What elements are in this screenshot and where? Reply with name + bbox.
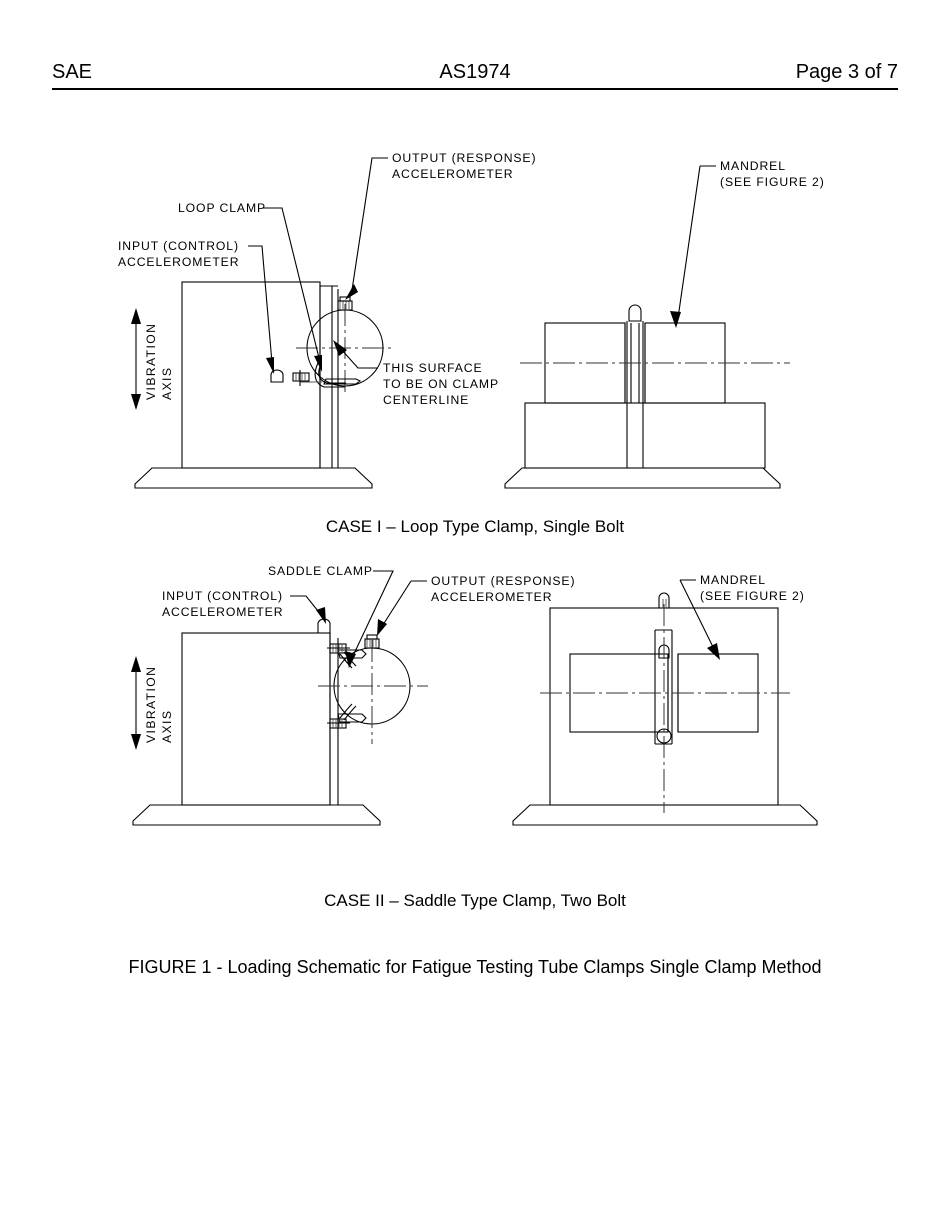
label-mandrel-c2-line1: MANDREL: [700, 573, 766, 587]
label-mandrel-c1-line1: MANDREL: [720, 159, 786, 173]
label-input-accelerometer-c2-line1: INPUT (CONTROL): [162, 589, 283, 603]
output-accelerometer-left: [337, 296, 353, 311]
page-header: SAE AS1974 Page 3 of 7: [52, 60, 898, 92]
case-1-diagram: OUTPUT (RESPONSE) ACCELEROMETER LOOP CLA…: [118, 151, 825, 489]
label-vibration-axis-c1-line1: VIBRATION: [144, 323, 158, 400]
case-2-diagram: SADDLE CLAMP INPUT (CONTROL) ACCELEROMET…: [131, 564, 818, 826]
label-output-accelerometer-c2-line1: OUTPUT (RESPONSE): [431, 574, 575, 588]
header-divider: [52, 88, 898, 90]
arrowhead-output-accel-c1: [345, 284, 358, 300]
label-output-accelerometer-c2-line2: ACCELEROMETER: [431, 590, 552, 604]
input-accelerometer-left: [270, 369, 284, 383]
shaker-base-right: [504, 467, 781, 489]
case1-right-view: [504, 304, 790, 489]
label-vibration-axis-c2-line2: AXIS: [160, 710, 174, 743]
leader-mandrel-c2: [679, 579, 716, 652]
figure-1-caption: FIGURE 1 - Loading Schematic for Fatigue…: [128, 957, 822, 977]
case-2-caption: CASE II – Saddle Type Clamp, Two Bolt: [324, 891, 626, 910]
case1-left-view: [134, 281, 394, 489]
clamp-bolt-upper-right-c2: [658, 644, 670, 659]
leader-input-accel-c1: [248, 245, 273, 364]
label-input-accelerometer-c2-line2: ACCELEROMETER: [162, 605, 283, 619]
arrowhead-input-accel-c1: [266, 357, 274, 374]
saddle-bolt-lower-c2: [327, 718, 350, 729]
label-mandrel-c1-line2: (SEE FIGURE 2): [720, 175, 825, 189]
top-stud-slot-c2: [662, 599, 667, 608]
figure-1-block: OUTPUT (RESPONSE) ACCELEROMETER LOOP CLA…: [0, 118, 950, 998]
case2-left-annotations: SADDLE CLAMP INPUT (CONTROL) ACCELEROMET…: [131, 564, 575, 750]
leader-output-accel-c1: [351, 157, 388, 291]
label-output-accelerometer-c1-line2: ACCELEROMETER: [392, 167, 513, 181]
center-plate-right: [626, 321, 644, 468]
header-document-number: AS1974: [439, 61, 511, 83]
top-stud-right-c2: [658, 592, 670, 609]
arrowhead-loop-clamp-c1: [314, 355, 322, 372]
label-output-accelerometer-c1-line1: OUTPUT (RESPONSE): [392, 151, 536, 165]
header-page-number: Page 3 of 7: [795, 61, 898, 83]
clamp-body-right-c2: [654, 630, 673, 744]
leader-surface-note-c1: [339, 347, 378, 369]
case-1-caption: CASE I – Loop Type Clamp, Single Bolt: [325, 517, 625, 536]
header-organization: SAE: [52, 61, 93, 83]
label-surface-note-c1-line3: CENTERLINE: [383, 393, 469, 407]
shaker-base-left-c2: [132, 804, 381, 826]
label-input-accelerometer-c1-line1: INPUT (CONTROL): [118, 239, 239, 253]
label-vibration-axis-c2-line1: VIBRATION: [144, 666, 158, 743]
arrowhead-saddle-clamp-c2: [345, 651, 356, 668]
label-saddle-clamp-c2: SADDLE CLAMP: [268, 564, 373, 578]
arrowhead-input-accel-c2: [316, 607, 326, 624]
vibration-axis-indicator-c1: [131, 308, 141, 410]
arrowhead-mandrel-c1: [670, 311, 681, 328]
label-surface-note-c1-line2: TO BE ON CLAMP: [383, 377, 499, 391]
case2-right-annotations: MANDREL (SEE FIGURE 2): [679, 573, 805, 660]
label-input-accelerometer-c1-line2: ACCELEROMETER: [118, 255, 239, 269]
leader-saddle-clamp-c2: [351, 570, 394, 659]
arrowhead-output-accel-c2: [377, 619, 387, 636]
clamp-bolt-left: [292, 370, 310, 386]
label-surface-note-c1-line1: THIS SURFACE: [383, 361, 483, 375]
fixture-block-left-c2: [181, 632, 331, 806]
leader-output-accel-c2: [380, 580, 427, 629]
shaker-base-right-c2: [512, 804, 818, 826]
shaker-base-left: [134, 467, 373, 489]
leader-loop-clamp-c1: [262, 207, 321, 363]
bolt-head-right: [628, 304, 642, 322]
fixture-block-right: [524, 402, 766, 469]
output-accelerometer-left-c2: [364, 634, 380, 649]
leader-mandrel-c1: [677, 165, 716, 319]
label-vibration-axis-c1-line2: AXIS: [160, 367, 174, 400]
label-loop-clamp-c1: LOOP CLAMP: [178, 201, 266, 215]
case2-left-view: [132, 618, 428, 826]
arrowhead-surface-note-c1: [333, 340, 347, 356]
case2-right-view: [512, 592, 818, 826]
saddle-bolt-upper-c2: [327, 643, 350, 654]
case1-left-annotations: OUTPUT (RESPONSE) ACCELEROMETER LOOP CLA…: [118, 151, 536, 410]
label-mandrel-c2-line2: (SEE FIGURE 2): [700, 589, 805, 603]
vibration-axis-indicator-c2: [131, 656, 141, 750]
leader-input-accel-c2: [290, 595, 323, 617]
case1-right-annotations: MANDREL (SEE FIGURE 2): [670, 159, 825, 328]
arrowhead-mandrel-c2: [707, 643, 720, 660]
